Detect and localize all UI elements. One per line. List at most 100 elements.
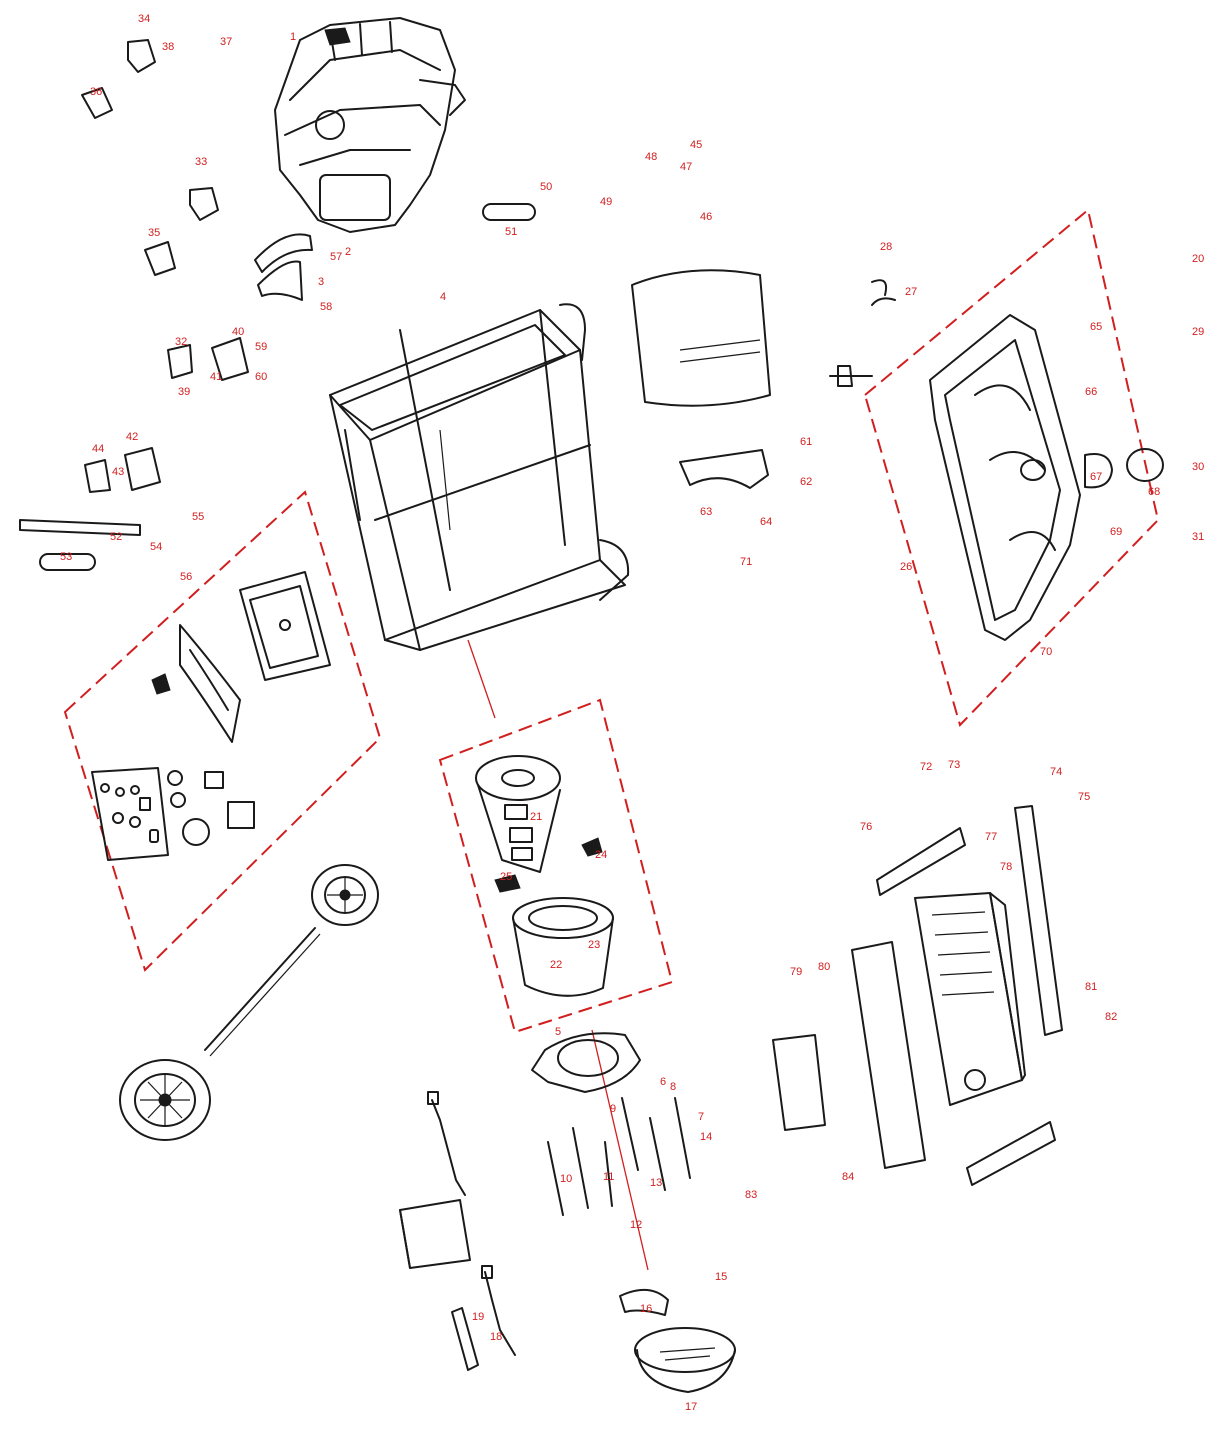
callout-12: 12 bbox=[630, 1219, 642, 1231]
callout-40: 40 bbox=[232, 326, 244, 338]
callout-36: 36 bbox=[90, 86, 102, 98]
callout-45: 45 bbox=[690, 139, 702, 151]
callout-2: 2 bbox=[345, 246, 351, 258]
callout-48: 48 bbox=[645, 151, 657, 163]
callout-71: 71 bbox=[740, 556, 752, 568]
callout-74: 74 bbox=[1050, 766, 1062, 778]
callout-72: 72 bbox=[920, 761, 932, 773]
battery-box bbox=[399, 1199, 471, 1269]
callout-34: 34 bbox=[138, 13, 150, 25]
callout-16: 16 bbox=[640, 1303, 652, 1315]
callout-43: 43 bbox=[112, 466, 124, 478]
callout-22: 22 bbox=[550, 959, 562, 971]
callout-19: 19 bbox=[472, 1311, 484, 1323]
callout-84: 84 bbox=[842, 1171, 854, 1183]
callout-49: 49 bbox=[600, 196, 612, 208]
control-panel-plate bbox=[91, 767, 169, 861]
callout-35: 35 bbox=[148, 227, 160, 239]
callout-38: 38 bbox=[162, 41, 174, 53]
callout-66: 66 bbox=[1085, 386, 1097, 398]
callout-51: 51 bbox=[505, 226, 517, 238]
callout-5: 5 bbox=[555, 1026, 561, 1038]
end-bell-housing bbox=[531, 1032, 641, 1093]
callout-77: 77 bbox=[985, 831, 997, 843]
callout-29: 29 bbox=[1192, 326, 1204, 338]
callout-47: 47 bbox=[680, 161, 692, 173]
callout-54: 54 bbox=[150, 541, 162, 553]
handle-grips bbox=[19, 203, 536, 571]
wiring-harness bbox=[427, 1091, 516, 1356]
rubber-mounts bbox=[81, 39, 249, 493]
callout-11: 11 bbox=[603, 1171, 614, 1183]
control-box bbox=[239, 571, 331, 681]
callout-33: 33 bbox=[195, 156, 207, 168]
callout-79: 79 bbox=[790, 966, 802, 978]
callout-76: 76 bbox=[860, 821, 872, 833]
engine-bracket bbox=[254, 233, 313, 301]
callout-65: 65 bbox=[1090, 321, 1102, 333]
side-panel-tall bbox=[851, 941, 926, 1169]
callout-64: 64 bbox=[760, 516, 772, 528]
control-panel-group-outline bbox=[63, 490, 382, 972]
callout-58: 58 bbox=[320, 301, 332, 313]
fan-cover bbox=[619, 1289, 736, 1393]
callout-3: 3 bbox=[318, 276, 324, 288]
callout-18: 18 bbox=[490, 1331, 502, 1343]
callout-46: 46 bbox=[700, 211, 712, 223]
callout-60: 60 bbox=[255, 371, 267, 383]
callout-81: 81 bbox=[1085, 981, 1097, 993]
callout-9: 9 bbox=[610, 1103, 616, 1115]
alternator-axis-leader bbox=[591, 1029, 649, 1271]
callout-63: 63 bbox=[700, 506, 712, 518]
callout-20: 20 bbox=[1192, 253, 1204, 265]
frame bbox=[329, 303, 630, 651]
callout-68: 68 bbox=[1148, 486, 1160, 498]
callout-39: 39 bbox=[178, 386, 190, 398]
callout-21: 21 bbox=[530, 811, 542, 823]
fuel-tank-heat-shield bbox=[631, 269, 771, 407]
callout-73: 73 bbox=[948, 759, 960, 771]
callout-56: 56 bbox=[180, 571, 192, 583]
callout-37: 37 bbox=[220, 36, 232, 48]
tank-mount-bracket bbox=[679, 449, 769, 489]
callout-57: 57 bbox=[330, 251, 342, 263]
callout-42: 42 bbox=[126, 431, 138, 443]
callout-24: 24 bbox=[595, 849, 607, 861]
side-panel-strip bbox=[1014, 805, 1063, 1036]
callout-67: 67 bbox=[1090, 471, 1102, 483]
callout-14: 14 bbox=[700, 1131, 712, 1143]
callout-70: 70 bbox=[1040, 646, 1052, 658]
callout-52: 52 bbox=[110, 531, 122, 543]
side-panel-small bbox=[772, 1034, 826, 1131]
callout-23: 23 bbox=[588, 939, 600, 951]
callout-6: 6 bbox=[660, 1076, 666, 1088]
alternator-stator bbox=[494, 874, 614, 997]
engine bbox=[274, 17, 466, 233]
callout-28: 28 bbox=[880, 241, 892, 253]
bracket-plate-lower bbox=[966, 1121, 1056, 1186]
fuel-petcock bbox=[829, 279, 896, 387]
callout-80: 80 bbox=[818, 961, 830, 973]
callout-32: 32 bbox=[175, 336, 187, 348]
callout-69: 69 bbox=[1110, 526, 1122, 538]
callout-82: 82 bbox=[1105, 1011, 1117, 1023]
callout-78: 78 bbox=[1000, 861, 1012, 873]
callout-27: 27 bbox=[905, 286, 917, 298]
callout-8: 8 bbox=[670, 1081, 676, 1093]
bracket-strip bbox=[451, 1307, 479, 1371]
callout-41: 41 bbox=[210, 371, 222, 383]
through-bolts bbox=[547, 1097, 691, 1216]
callout-1: 1 bbox=[290, 31, 296, 43]
alternator-group-outline bbox=[438, 698, 674, 1034]
callout-26: 26 bbox=[900, 561, 912, 573]
callout-62: 62 bbox=[800, 476, 812, 488]
callout-44: 44 bbox=[92, 443, 104, 455]
callout-31: 31 bbox=[1192, 531, 1204, 543]
callout-25: 25 bbox=[500, 871, 512, 883]
fuel-tank-group-outline bbox=[863, 208, 1160, 727]
frame-to-alternator-leader bbox=[467, 639, 496, 719]
callout-30: 30 bbox=[1192, 461, 1204, 473]
callout-13: 13 bbox=[650, 1177, 662, 1189]
